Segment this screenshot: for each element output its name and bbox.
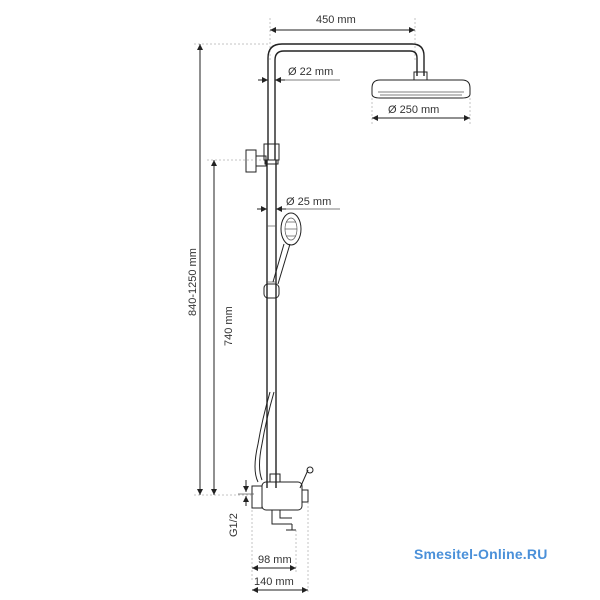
dimension-bar-height: 740 mm	[207, 159, 264, 495]
riser-pipe	[263, 143, 280, 488]
shower-head	[371, 79, 471, 99]
dimension-total-height: 840-1250 mm	[187, 43, 268, 496]
label-head-diameter: Ø 250 mm	[388, 104, 439, 116]
dimension-arm-diameter: Ø 22 mm	[258, 66, 340, 83]
label-riser-diameter: Ø 25 mm	[286, 196, 331, 208]
label-bar-height: 740 mm	[223, 306, 235, 346]
label-arm-diameter: Ø 22 mm	[288, 66, 333, 78]
dimension-head-diameter: Ø 250 mm	[371, 98, 471, 126]
brand-watermark: Smesitel-Online.RU	[414, 546, 548, 562]
dimension-connection: G1/2	[228, 480, 254, 537]
hand-shower	[263, 212, 302, 299]
diverter-knob	[245, 149, 267, 173]
label-spout-98: 98 mm	[258, 554, 292, 566]
shower-hose	[254, 391, 275, 483]
dimension-spout-140: 140 mm	[252, 502, 309, 594]
dimension-spout-98: 98 mm	[251, 510, 297, 580]
mixer-body	[251, 466, 314, 531]
dimension-arm-width: 450 mm	[269, 14, 416, 62]
label-total-height: 840-1250 mm	[187, 248, 199, 316]
overhead-arm	[267, 43, 428, 160]
label-spout-140: 140 mm	[254, 576, 294, 588]
label-arm-width: 450 mm	[316, 14, 356, 26]
dimension-riser-diameter: Ø 25 mm	[257, 196, 340, 212]
label-connection: G1/2	[228, 513, 240, 537]
